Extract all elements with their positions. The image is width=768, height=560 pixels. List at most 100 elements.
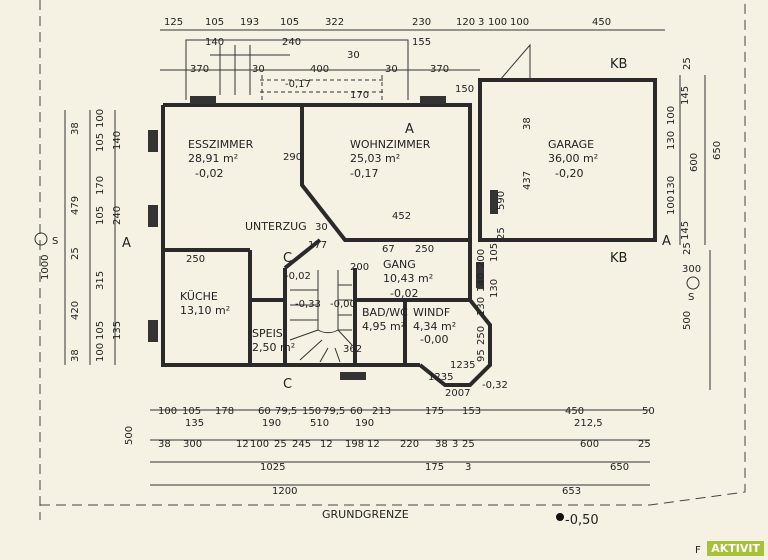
dimension-label: 105 — [489, 243, 500, 262]
dimension-label: 95 — [476, 349, 487, 362]
label-level-stair2: -0,00 — [330, 299, 356, 310]
dimension-label: 38 — [70, 349, 81, 362]
label-level-entry: -0,32 — [482, 380, 508, 391]
dimension-label: 245 — [292, 439, 311, 450]
dimension-label: 30 — [252, 64, 265, 75]
dimension-label: 300 — [183, 439, 202, 450]
room-area-kueche: 13,10 m² — [180, 304, 230, 317]
dimension-label: 370 — [190, 64, 209, 75]
dimension-label: 12 — [367, 439, 380, 450]
label-level-stair1: -0,33 — [295, 299, 321, 310]
dimension-label: 105 — [205, 17, 224, 28]
dimension-label: 170 — [95, 176, 106, 195]
dimension-label: 450 — [592, 17, 611, 28]
dimension-label: 100 — [488, 17, 507, 28]
dimension-label: 213 — [372, 406, 391, 417]
section-marker-c: C — [283, 377, 292, 392]
dimension-label: 653 — [562, 486, 581, 497]
dimension-label: 79,5 — [323, 406, 345, 417]
section-marker-a: A — [122, 236, 131, 251]
dimension-label: 370 — [430, 64, 449, 75]
entry-dimension: 2007 — [445, 388, 470, 399]
dimension-label: 450 — [565, 406, 584, 417]
dimension-label: 100 — [666, 196, 677, 215]
dimension-label: 38 — [522, 117, 533, 130]
dimension-label: 190 — [262, 418, 281, 429]
dimension-label: 130 — [666, 176, 677, 195]
dimension-label: 1025 — [260, 462, 285, 473]
dimension-label: 25 — [682, 57, 693, 70]
exterior-walls — [161, 103, 492, 387]
dimension-label: 140 — [476, 273, 487, 292]
room-name-garage: GARAGE — [548, 138, 594, 151]
dimension-label: 600 — [689, 153, 700, 172]
dimension-label: 25 — [638, 439, 651, 450]
room-area-garage: 36,00 m² — [548, 152, 598, 165]
dimension-label: 30 — [347, 50, 360, 61]
dimension-label: 240 — [282, 37, 301, 48]
dimension-label: 250 — [186, 254, 205, 265]
survey-point-s: S — [52, 236, 58, 247]
dimension-label: 100 — [158, 406, 177, 417]
dimension-label: 100 — [510, 17, 529, 28]
survey-point-s: S — [688, 292, 694, 303]
dimension-label: 79,5 — [275, 406, 297, 417]
dimension-label: 38 — [70, 122, 81, 135]
dimension-label: 38 — [435, 439, 448, 450]
section-marker-a: A — [405, 122, 414, 137]
dimension-label: 500 — [682, 311, 693, 330]
dimension-label: 479 — [70, 196, 81, 215]
dimension-label: 140 — [112, 131, 123, 150]
dimension-label: 190 — [355, 418, 374, 429]
dimension-label: 230 — [412, 17, 431, 28]
dimension-label: 38 — [158, 439, 171, 450]
dimension-label: 177 — [308, 240, 327, 251]
dimension-label: 60 — [350, 406, 363, 417]
section-marker-c: C — [283, 251, 292, 266]
survey-point-icon — [34, 232, 48, 246]
room-level-wohnzimmer: -0,17 — [350, 167, 378, 180]
dimension-label: 315 — [95, 271, 106, 290]
dimension-label: 50 — [642, 406, 655, 417]
dimension-label: 105 — [95, 321, 106, 340]
dimension-label: 125 — [164, 17, 183, 28]
garage-walls — [478, 78, 657, 242]
dimension-label: 67 — [382, 244, 395, 255]
dimension-label: 60 — [258, 406, 271, 417]
room-name-windf: WINDF — [413, 306, 450, 319]
label-level-hall: -0,02 — [285, 271, 311, 282]
room-level-windf: -0,00 — [420, 333, 448, 346]
room-name-bad: BAD/WC — [362, 306, 408, 319]
dimension-label: 3 — [478, 17, 484, 28]
survey-point-icon — [686, 276, 700, 290]
dimension-label: 25 — [496, 227, 507, 240]
room-name-kueche: KÜCHE — [180, 290, 218, 303]
dimension-label: 452 — [392, 211, 411, 222]
dimension-label: 322 — [325, 17, 344, 28]
label-corner: F — [695, 545, 701, 556]
label-kb: KB — [610, 57, 627, 72]
label-level-terrace: -0,17 — [285, 79, 311, 90]
room-area-bad: 4,95 m² — [362, 320, 405, 333]
dimension-label: 120 — [456, 17, 475, 28]
dimension-label: 250 — [476, 326, 487, 345]
dimension-label: 130 — [476, 297, 487, 316]
dimension-label: 12 — [320, 439, 333, 450]
dimension-label: 25 — [274, 439, 287, 450]
label-grundgrenze: GRUNDGRENZE — [322, 508, 409, 521]
dimension-label: 30 — [385, 64, 398, 75]
room-name-wohnzimmer: WOHNZIMMER — [350, 138, 431, 151]
room-area-speis: 2,50 m² — [252, 341, 295, 354]
room-name-gang: GANG — [383, 258, 416, 271]
dimension-label: 130 — [666, 131, 677, 150]
dimension-label: 12 — [236, 439, 249, 450]
dimension-label: 25 — [70, 247, 81, 260]
entry-dimension: 1235 — [450, 360, 475, 371]
dimension-label: 25 — [682, 242, 693, 255]
dimension-label: 650 — [712, 141, 723, 160]
dimension-label: 25 — [462, 439, 475, 450]
dimension-label: 220 — [400, 439, 419, 450]
dimension-label: 1200 — [272, 486, 297, 497]
